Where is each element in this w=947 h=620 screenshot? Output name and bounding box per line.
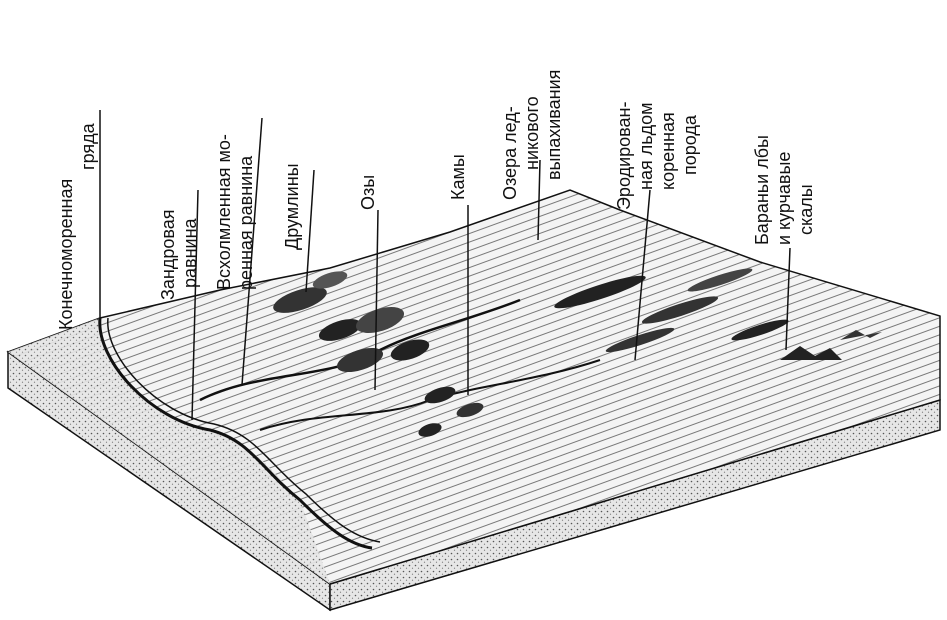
label-line: выпахивания: [544, 70, 564, 180]
label-line: ренная равнина: [236, 155, 256, 290]
label-line: и курчавые: [774, 152, 794, 245]
label-line: порода: [680, 114, 700, 175]
terrain-surface: [6, 189, 941, 585]
label-line: ная льдом: [636, 103, 656, 190]
label-outwash-plain: Зандровая равнина: [158, 210, 200, 300]
label-line: Бараньи лбы: [752, 135, 772, 245]
label-roches: Бараньи лбы и курчавые скалы: [752, 135, 816, 245]
label-line: равнина: [180, 217, 200, 288]
label-line: Озера лед-: [500, 106, 520, 200]
label-kames: Камы: [448, 154, 468, 200]
label-line: скалы: [796, 184, 816, 235]
label-hummocky-plain: Всхолмленная мо- ренная равнина: [214, 134, 256, 290]
label-moraine-ridge: Конечноморенная гряда: [56, 122, 98, 330]
label-line: Конечноморенная: [56, 179, 76, 330]
roches-moutonnees: [780, 330, 882, 360]
label-line: Зандровая: [158, 210, 178, 300]
glacial-lakes: [554, 268, 789, 353]
label-line: коренная: [658, 112, 678, 190]
label-line: Озы: [358, 175, 378, 210]
label-line: гряда: [78, 122, 98, 170]
kame-cluster: [273, 271, 484, 437]
label-line: Друмлины: [282, 163, 302, 250]
label-lakes: Озера лед- никового выпахивания: [500, 70, 564, 200]
label-eskers: Озы: [358, 175, 378, 210]
label-line: Эродирован-: [614, 102, 634, 210]
end-moraine-ridge: [98, 317, 381, 550]
label-eroded-bedrock: Эродирован- ная льдом коренная порода: [614, 102, 700, 210]
label-line: Всхолмленная мо-: [214, 134, 234, 290]
label-line: никового: [522, 96, 542, 170]
label-drumlins: Друмлины: [282, 163, 302, 250]
leader-lines: [99, 110, 791, 421]
label-line: Камы: [448, 154, 468, 200]
